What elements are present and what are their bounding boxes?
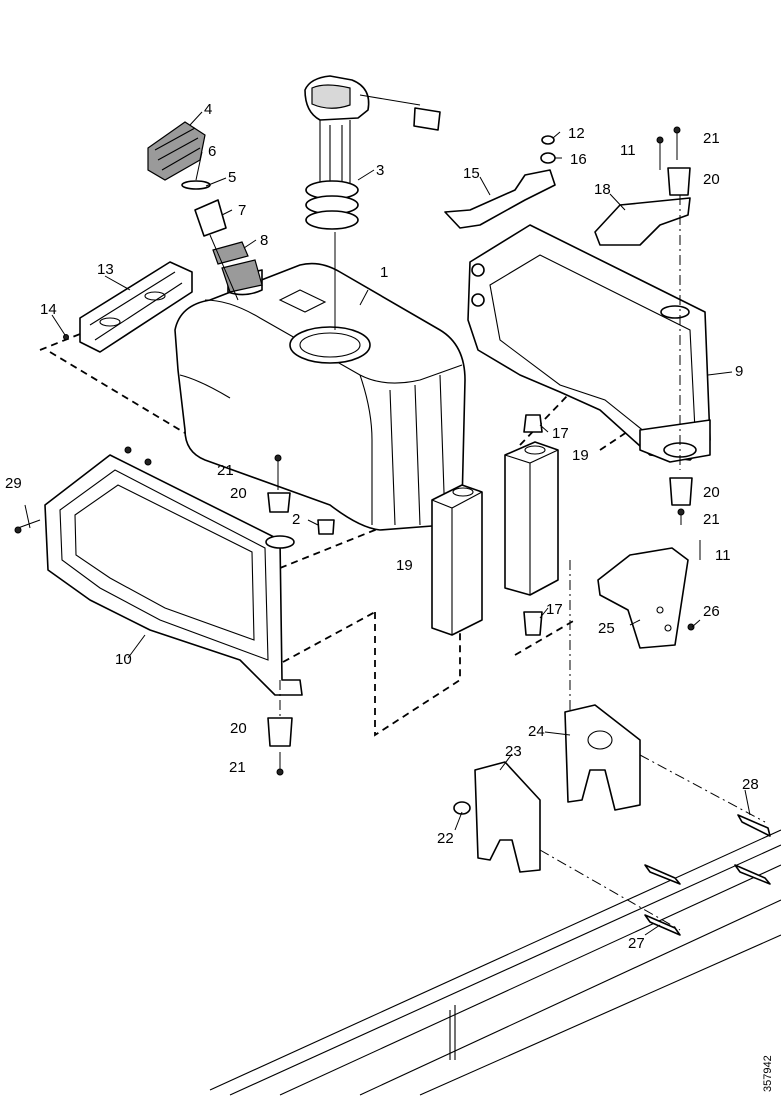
callout-27: 27 bbox=[628, 935, 645, 952]
callout-6: 6 bbox=[208, 143, 216, 160]
spacer-19-right bbox=[504, 441, 559, 596]
callout-21-left: 21 bbox=[217, 462, 234, 479]
bracket-25 bbox=[597, 540, 701, 649]
callout-7: 7 bbox=[238, 202, 246, 219]
bracket-24 bbox=[564, 560, 641, 811]
callout-29: 29 bbox=[5, 475, 22, 492]
isolator-17 bbox=[523, 414, 543, 636]
bracket-10 bbox=[44, 446, 303, 696]
spacer-19-left bbox=[431, 484, 483, 636]
strap-rail-13 bbox=[63, 261, 193, 353]
callout-18: 18 bbox=[594, 181, 611, 198]
callout-17-top: 17 bbox=[552, 425, 569, 442]
callout-12: 12 bbox=[568, 125, 585, 142]
callout-20-top: 20 bbox=[703, 171, 720, 188]
callout-5: 5 bbox=[228, 169, 236, 186]
callout-22: 22 bbox=[437, 830, 454, 847]
callout-15: 15 bbox=[463, 165, 480, 182]
callout-21-top: 21 bbox=[703, 130, 720, 147]
callout-17-bottom: 17 bbox=[546, 601, 563, 618]
callout-14: 14 bbox=[40, 301, 57, 318]
plate-18 bbox=[594, 197, 691, 246]
callout-21-bottom: 21 bbox=[229, 759, 246, 776]
callout-20-right: 20 bbox=[703, 484, 720, 501]
callout-28: 28 bbox=[742, 776, 759, 793]
callout-19-left: 19 bbox=[396, 557, 413, 574]
filler-cap-assembly bbox=[147, 121, 263, 301]
chassis-frame-rail bbox=[209, 829, 781, 1096]
callout-11-top: 11 bbox=[620, 142, 636, 159]
callout-labels: 1 2 3 4 5 6 7 8 9 10 11 11 12 13 14 15 1… bbox=[5, 101, 759, 952]
callout-11-right: 11 bbox=[715, 547, 731, 564]
callout-8: 8 bbox=[260, 232, 268, 249]
callout-10: 10 bbox=[115, 651, 132, 668]
bracket-9 bbox=[467, 224, 711, 463]
document-number: 357942 bbox=[762, 1055, 774, 1092]
hardware-upper-right bbox=[540, 126, 693, 525]
callout-2: 2 bbox=[292, 511, 300, 528]
fuel-tank-1 bbox=[174, 262, 466, 531]
bracket-23 bbox=[453, 761, 541, 873]
callout-23: 23 bbox=[505, 743, 522, 760]
fuel-level-sender-3 bbox=[304, 75, 441, 330]
callout-24: 24 bbox=[528, 723, 545, 740]
callout-20-left: 20 bbox=[230, 485, 247, 502]
leader-lines bbox=[24, 111, 751, 936]
callout-9: 9 bbox=[735, 363, 743, 380]
callout-21-right: 21 bbox=[703, 511, 720, 528]
pins-27-28 bbox=[539, 754, 771, 936]
callout-1: 1 bbox=[380, 264, 388, 281]
callout-19-right: 19 bbox=[572, 447, 589, 464]
callout-13: 13 bbox=[97, 261, 114, 278]
callout-25: 25 bbox=[598, 620, 615, 637]
plate-15 bbox=[444, 169, 556, 229]
callout-4: 4 bbox=[204, 101, 212, 118]
callout-20-bottom: 20 bbox=[230, 720, 247, 737]
callout-26: 26 bbox=[703, 603, 720, 620]
hardware-lower-left bbox=[14, 454, 335, 776]
callout-16: 16 bbox=[570, 151, 587, 168]
callout-3: 3 bbox=[376, 162, 384, 179]
